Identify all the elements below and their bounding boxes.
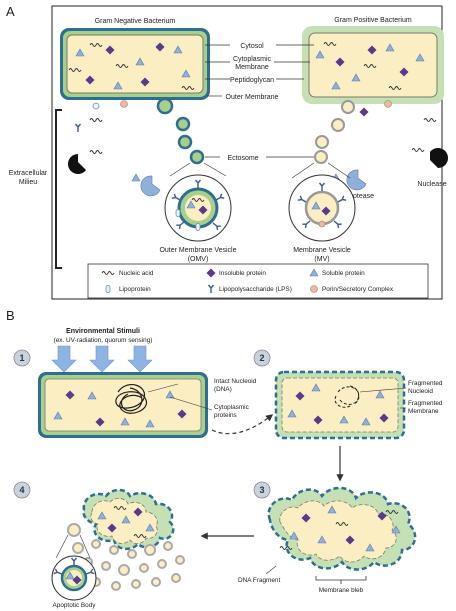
gram-positive-title: Gram Positive Bacterium [334,17,412,24]
cytoplasmic-proteins-label-2: proteins [214,412,237,419]
arrow-1-to-2 [211,414,274,435]
membrane-bleb-bracket [315,576,367,584]
omv-label-1: Outer Membrane Vesicle [159,247,236,254]
gram-negative-bacterium [60,28,210,100]
membrane-bleb-label: Membrane bleb [319,587,364,594]
cytoplasmic-membrane-label-2: Membrane [235,64,269,71]
fragmented-membrane-label-1: Fragmented [408,400,443,407]
dna-fragment-leader [265,565,277,575]
milieu-label-1: Extracellular [9,170,48,177]
stimuli-title: Environmental Stimuli [66,328,140,335]
milieu-bracket [55,109,62,269]
omv-budding [92,97,205,165]
nuclease-icon [68,154,86,174]
step-3-cell [267,486,417,571]
milieu-label-2: Milieu [19,179,37,186]
outer-membrane-label: Outer Membrane [226,94,279,101]
panel-b-label: B [6,308,15,323]
step-1-leaders [147,383,213,411]
intact-nucleoid [115,383,148,414]
gram-positive-bacterium [302,26,444,104]
legend-nucleic-acid: Nucleic acid [119,270,154,277]
protease-label: Protease [346,193,374,200]
legend-lipoprotein: Lipoprotein [119,286,151,293]
step-1: 1 [19,353,24,363]
legend-lps: Lipopolysaccharide (LPS) [219,286,292,293]
stimuli-arrows [51,345,153,373]
fragmented-membrane-label-2: Membrane [408,408,439,415]
omv-zoom [164,162,232,242]
step-1-cell [38,372,208,438]
milieu-molecules [68,107,448,197]
intact-nucleoid-label-2: (DNA) [214,386,232,393]
fragmented-nucleoid-label-2: Nucleoid [408,388,433,395]
panel-a-label: A [6,4,15,19]
stimuli-subtitle: (ex. UV-radiation, quorum sensing) [54,337,153,344]
layer-leaders [205,44,318,158]
cytoplasmic-proteins-label-1: Cytoplasmic [214,404,250,411]
step-markers [13,349,271,499]
fragmented-nucleoid-label-1: Fragmented [408,380,443,387]
intact-nucleoid-label-1: Intact Nucleoid [214,378,257,385]
cytosol-label: Cytosol [240,43,264,50]
mv-zoom [288,162,356,242]
protease-icon [140,175,161,197]
peptidoglycan-label: Peptidoglycan [230,77,274,84]
step-2-cell [274,370,406,440]
step-2-leaders [359,387,407,409]
step-2: 2 [259,353,264,363]
legend-insoluble: Insoluble protein [219,270,266,277]
apoptotic-body-label: Apoptotic Body [53,602,97,609]
dna-fragment-label: DNA Fragment [238,577,280,584]
mv-label-1: Membrane Vesicle [293,247,351,254]
step-4-cell [82,488,175,551]
nuclease-label: Nuclease [417,181,446,188]
mv-budding [314,100,392,164]
fragmented-nucleoid [334,385,360,408]
legend-soluble: Soluble protein [322,270,365,277]
omv-label-2: (OMV) [188,256,209,263]
step-4: 4 [19,485,24,495]
legend: Nucleic acid Insoluble protein Soluble p… [87,263,429,299]
cytoplasmic-membrane-label-1: Cytoplasmic [233,56,272,63]
apoptotic-body-zoom [51,523,97,601]
legend-porin: Porin/Secretory Complex [322,286,394,293]
gram-negative-title: Gram Negative Bacterium [95,18,176,25]
ectosome-label: Ectosome [227,155,258,162]
step-3: 3 [259,485,264,495]
mv-label-2: (MV) [314,256,329,263]
